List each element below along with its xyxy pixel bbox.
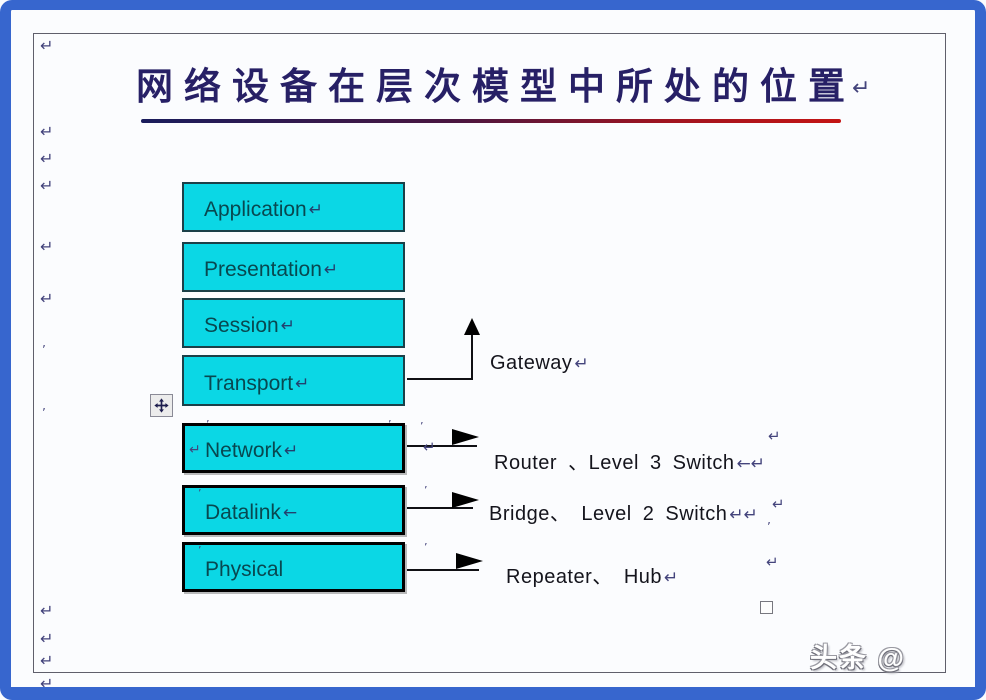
router-connector-line: [407, 445, 477, 447]
title-underline: [141, 119, 841, 123]
paragraph-mark: ↵: [423, 438, 436, 456]
formatting-mark: ’: [198, 487, 202, 500]
formatting-mark: ’: [198, 544, 202, 557]
paragraph-mark: ↵: [40, 601, 54, 620]
paragraph-mark: ↵↵: [729, 505, 758, 525]
formatting-mark: ’: [424, 484, 428, 497]
paragraph-mark: ↵: [40, 289, 54, 308]
device-text: Repeater、 Hub: [506, 566, 663, 588]
layer-box-session[interactable]: Session↵: [182, 298, 405, 348]
paragraph-mark: ↵: [40, 149, 54, 168]
shape-move-handle[interactable]: [150, 394, 173, 417]
bridge-connector-line: [407, 507, 473, 509]
device-label-gateway: Gateway↵: [490, 352, 589, 375]
device-label-router: Router 、Level 3 Switch←↵: [494, 446, 765, 475]
text-boundary: [33, 33, 946, 673]
paragraph-mark: ↵: [574, 354, 589, 374]
formatting-mark: ’: [424, 541, 428, 554]
layer-label: Transport: [204, 371, 294, 395]
line-break-and-paragraph-mark: ←↵: [736, 454, 766, 474]
paragraph-mark: ↵: [40, 629, 54, 648]
paragraph-mark: ↵: [40, 237, 54, 256]
formatting-mark: ’: [206, 418, 210, 431]
paragraph-mark: ↵: [766, 553, 779, 571]
paragraph-mark: ↵: [768, 427, 781, 445]
layer-box-network[interactable]: Network↵: [182, 423, 405, 473]
paragraph-mark: ↵: [40, 674, 54, 693]
paragraph-mark: ↵: [40, 176, 54, 195]
page-title: 网络设备在层次模型中所处的位置↵: [136, 56, 870, 110]
paragraph-mark: ↵: [280, 316, 295, 336]
layer-box-application[interactable]: Application↵: [182, 182, 405, 232]
paragraph-mark: ↵: [189, 442, 201, 458]
layer-label: Presentation: [204, 258, 322, 281]
bridge-arrowhead-icon: [452, 492, 479, 508]
layer-label: Session: [204, 314, 279, 337]
router-arrowhead-icon: [452, 429, 479, 445]
layer-label: Application: [204, 198, 307, 221]
layer-box-datalink[interactable]: Datalink←: [182, 485, 405, 535]
gateway-connector-line: [407, 378, 473, 380]
gateway-arrowhead-icon: [464, 318, 480, 335]
device-text: Gateway: [490, 352, 573, 374]
paragraph-mark: ↵: [40, 36, 54, 55]
repeater-arrowhead-icon: [456, 553, 483, 569]
layer-label: Datalink: [205, 501, 281, 524]
formatting-mark: ’: [42, 343, 46, 357]
layer-box-presentation[interactable]: Presentation↵: [182, 242, 405, 292]
paragraph-mark: ↵: [308, 200, 323, 220]
paragraph-mark: ↵: [323, 260, 339, 280]
device-label-bridge: Bridge、 Level 2 Switch↵↵: [489, 497, 758, 526]
device-text: Bridge、 Level 2 Switch: [489, 503, 728, 525]
formatting-mark: ’: [767, 520, 771, 534]
formatting-mark: ’: [388, 418, 392, 431]
gateway-connector-line: [471, 334, 473, 380]
watermark: 头条 @: [810, 643, 906, 673]
device-text: Router 、Level 3 Switch: [494, 452, 735, 474]
device-label-repeater: Repeater、 Hub↵: [506, 560, 678, 589]
paragraph-mark: ↵: [772, 495, 785, 513]
paragraph-mark: ↵: [284, 441, 299, 461]
layer-label: Physical: [205, 558, 284, 581]
shape-resize-handle[interactable]: [760, 601, 773, 614]
formatting-mark: ’: [420, 420, 424, 433]
paragraph-mark: ↵: [295, 373, 310, 394]
layer-box-transport[interactable]: Transport↵: [182, 355, 405, 406]
paragraph-mark: ↵: [852, 76, 871, 101]
formatting-mark: ’: [42, 406, 46, 420]
paragraph-mark: ↵: [664, 568, 679, 588]
line-break-mark: ←: [282, 503, 298, 523]
layer-label: Network: [205, 439, 283, 462]
repeater-connector-line: [407, 569, 479, 571]
page-title-text: 网络设备在层次模型中所处的位置: [136, 67, 856, 108]
paragraph-mark: ↵: [40, 122, 54, 141]
paragraph-mark: ↵: [40, 651, 54, 670]
move-cross-icon: [154, 398, 169, 413]
layer-box-physical[interactable]: Physical: [182, 542, 405, 592]
